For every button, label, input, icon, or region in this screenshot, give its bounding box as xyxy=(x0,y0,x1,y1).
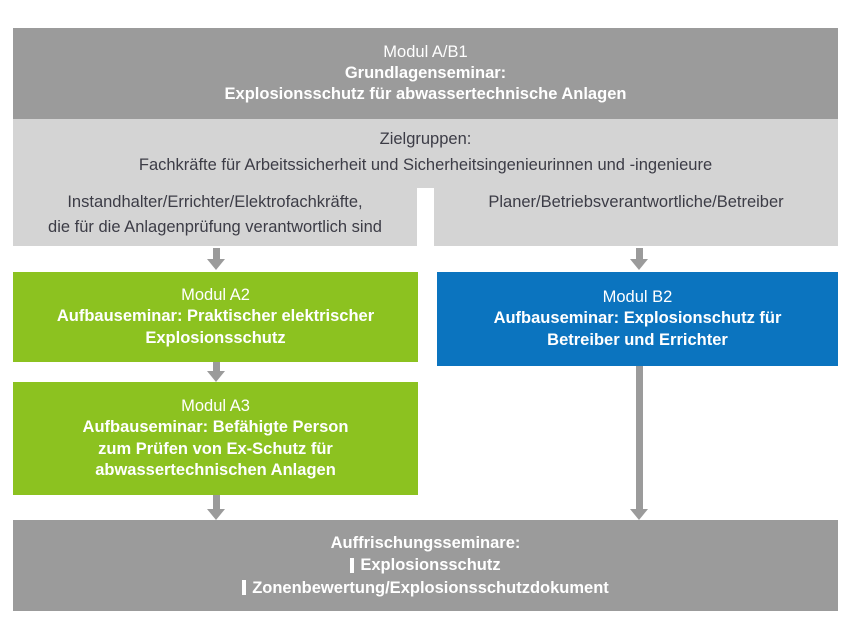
module-a3-line1: Aufbauseminar: Befähigte Person xyxy=(82,418,349,437)
target-group-left-line2: die für die Anlagenprüfung verantwortlic… xyxy=(48,217,382,236)
module-ab1-title: Explosionsschutz für abwassertechnische … xyxy=(224,85,627,104)
column-divider xyxy=(417,188,434,246)
module-ab1-box: Modul A/B1 Grundlagenseminar: Explosions… xyxy=(13,28,838,119)
module-b2-box: Modul B2 Aufbauseminar: Explosionschutz … xyxy=(437,272,838,366)
target-group-left: Instandhalter/Errichter/Elektrofachkräft… xyxy=(13,188,417,246)
target-groups-heading-block: Zielgruppen: Fachkräfte für Arbeitssiche… xyxy=(13,127,838,178)
arrow-to-module-b2 xyxy=(630,248,648,270)
target-group-left-line1: Instandhalter/Errichter/Elektrofachkräft… xyxy=(67,193,363,211)
module-a3-box: Modul A3 Aufbauseminar: Befähigte Person… xyxy=(13,382,418,495)
module-a2-box: Modul A2 Aufbauseminar: Praktischer elek… xyxy=(13,272,418,362)
target-groups-columns: Instandhalter/Errichter/Elektrofachkräft… xyxy=(13,188,838,246)
module-b2-label: Modul B2 xyxy=(602,288,673,307)
target-group-right-line1: Planer/Betriebsverantwortliche/Betreiber xyxy=(488,193,784,211)
target-groups-box: Zielgruppen: Fachkräfte für Arbeitssiche… xyxy=(13,119,838,246)
target-groups-line: Fachkräfte für Arbeitssicherheit und Sic… xyxy=(138,155,713,174)
refresher-seminars-box: Auffrischungsseminare: Explosionsschutz … xyxy=(13,520,838,611)
bullet-bar-icon xyxy=(350,557,355,573)
target-groups-heading: Zielgruppen: xyxy=(379,130,472,148)
module-a3-label: Modul A3 xyxy=(181,397,250,416)
module-a3-line3: abwassertechnischen Anlagen xyxy=(95,460,336,479)
module-b2-line2: Betreiber und Errichter xyxy=(547,330,728,349)
arrow-a3-to-refresher xyxy=(207,495,225,520)
target-group-right: Planer/Betriebsverantwortliche/Betreiber xyxy=(434,188,838,246)
refresher-item-2-label: Zonenbewertung/Explosionsschutzdokument xyxy=(252,578,609,597)
refresher-item-1-label: Explosionsschutz xyxy=(360,556,501,575)
module-ab1-subtitle: Grundlagenseminar: xyxy=(344,63,507,82)
bullet-bar-icon xyxy=(242,580,247,596)
module-ab1-label: Modul A/B1 xyxy=(383,42,468,61)
arrow-b2-to-refresher xyxy=(630,366,648,520)
module-b2-line1: Aufbauseminar: Explosionschutz für xyxy=(493,309,782,328)
arrow-to-module-a2 xyxy=(207,248,225,270)
module-a2-line1: Aufbauseminar: Praktischer elektrischer xyxy=(56,307,375,326)
arrow-a2-to-a3 xyxy=(207,362,225,382)
module-a2-label: Modul A2 xyxy=(181,286,250,305)
refresher-item-1: Explosionsschutz xyxy=(350,554,501,576)
refresher-heading: Auffrischungsseminare: xyxy=(330,534,521,553)
module-a2-line2: Explosionsschutz xyxy=(145,328,286,347)
module-a3-line2: zum Prüfen von Ex-Schutz für xyxy=(98,439,333,458)
refresher-item-2: Zonenbewertung/Explosionsschutzdokument xyxy=(242,577,609,599)
